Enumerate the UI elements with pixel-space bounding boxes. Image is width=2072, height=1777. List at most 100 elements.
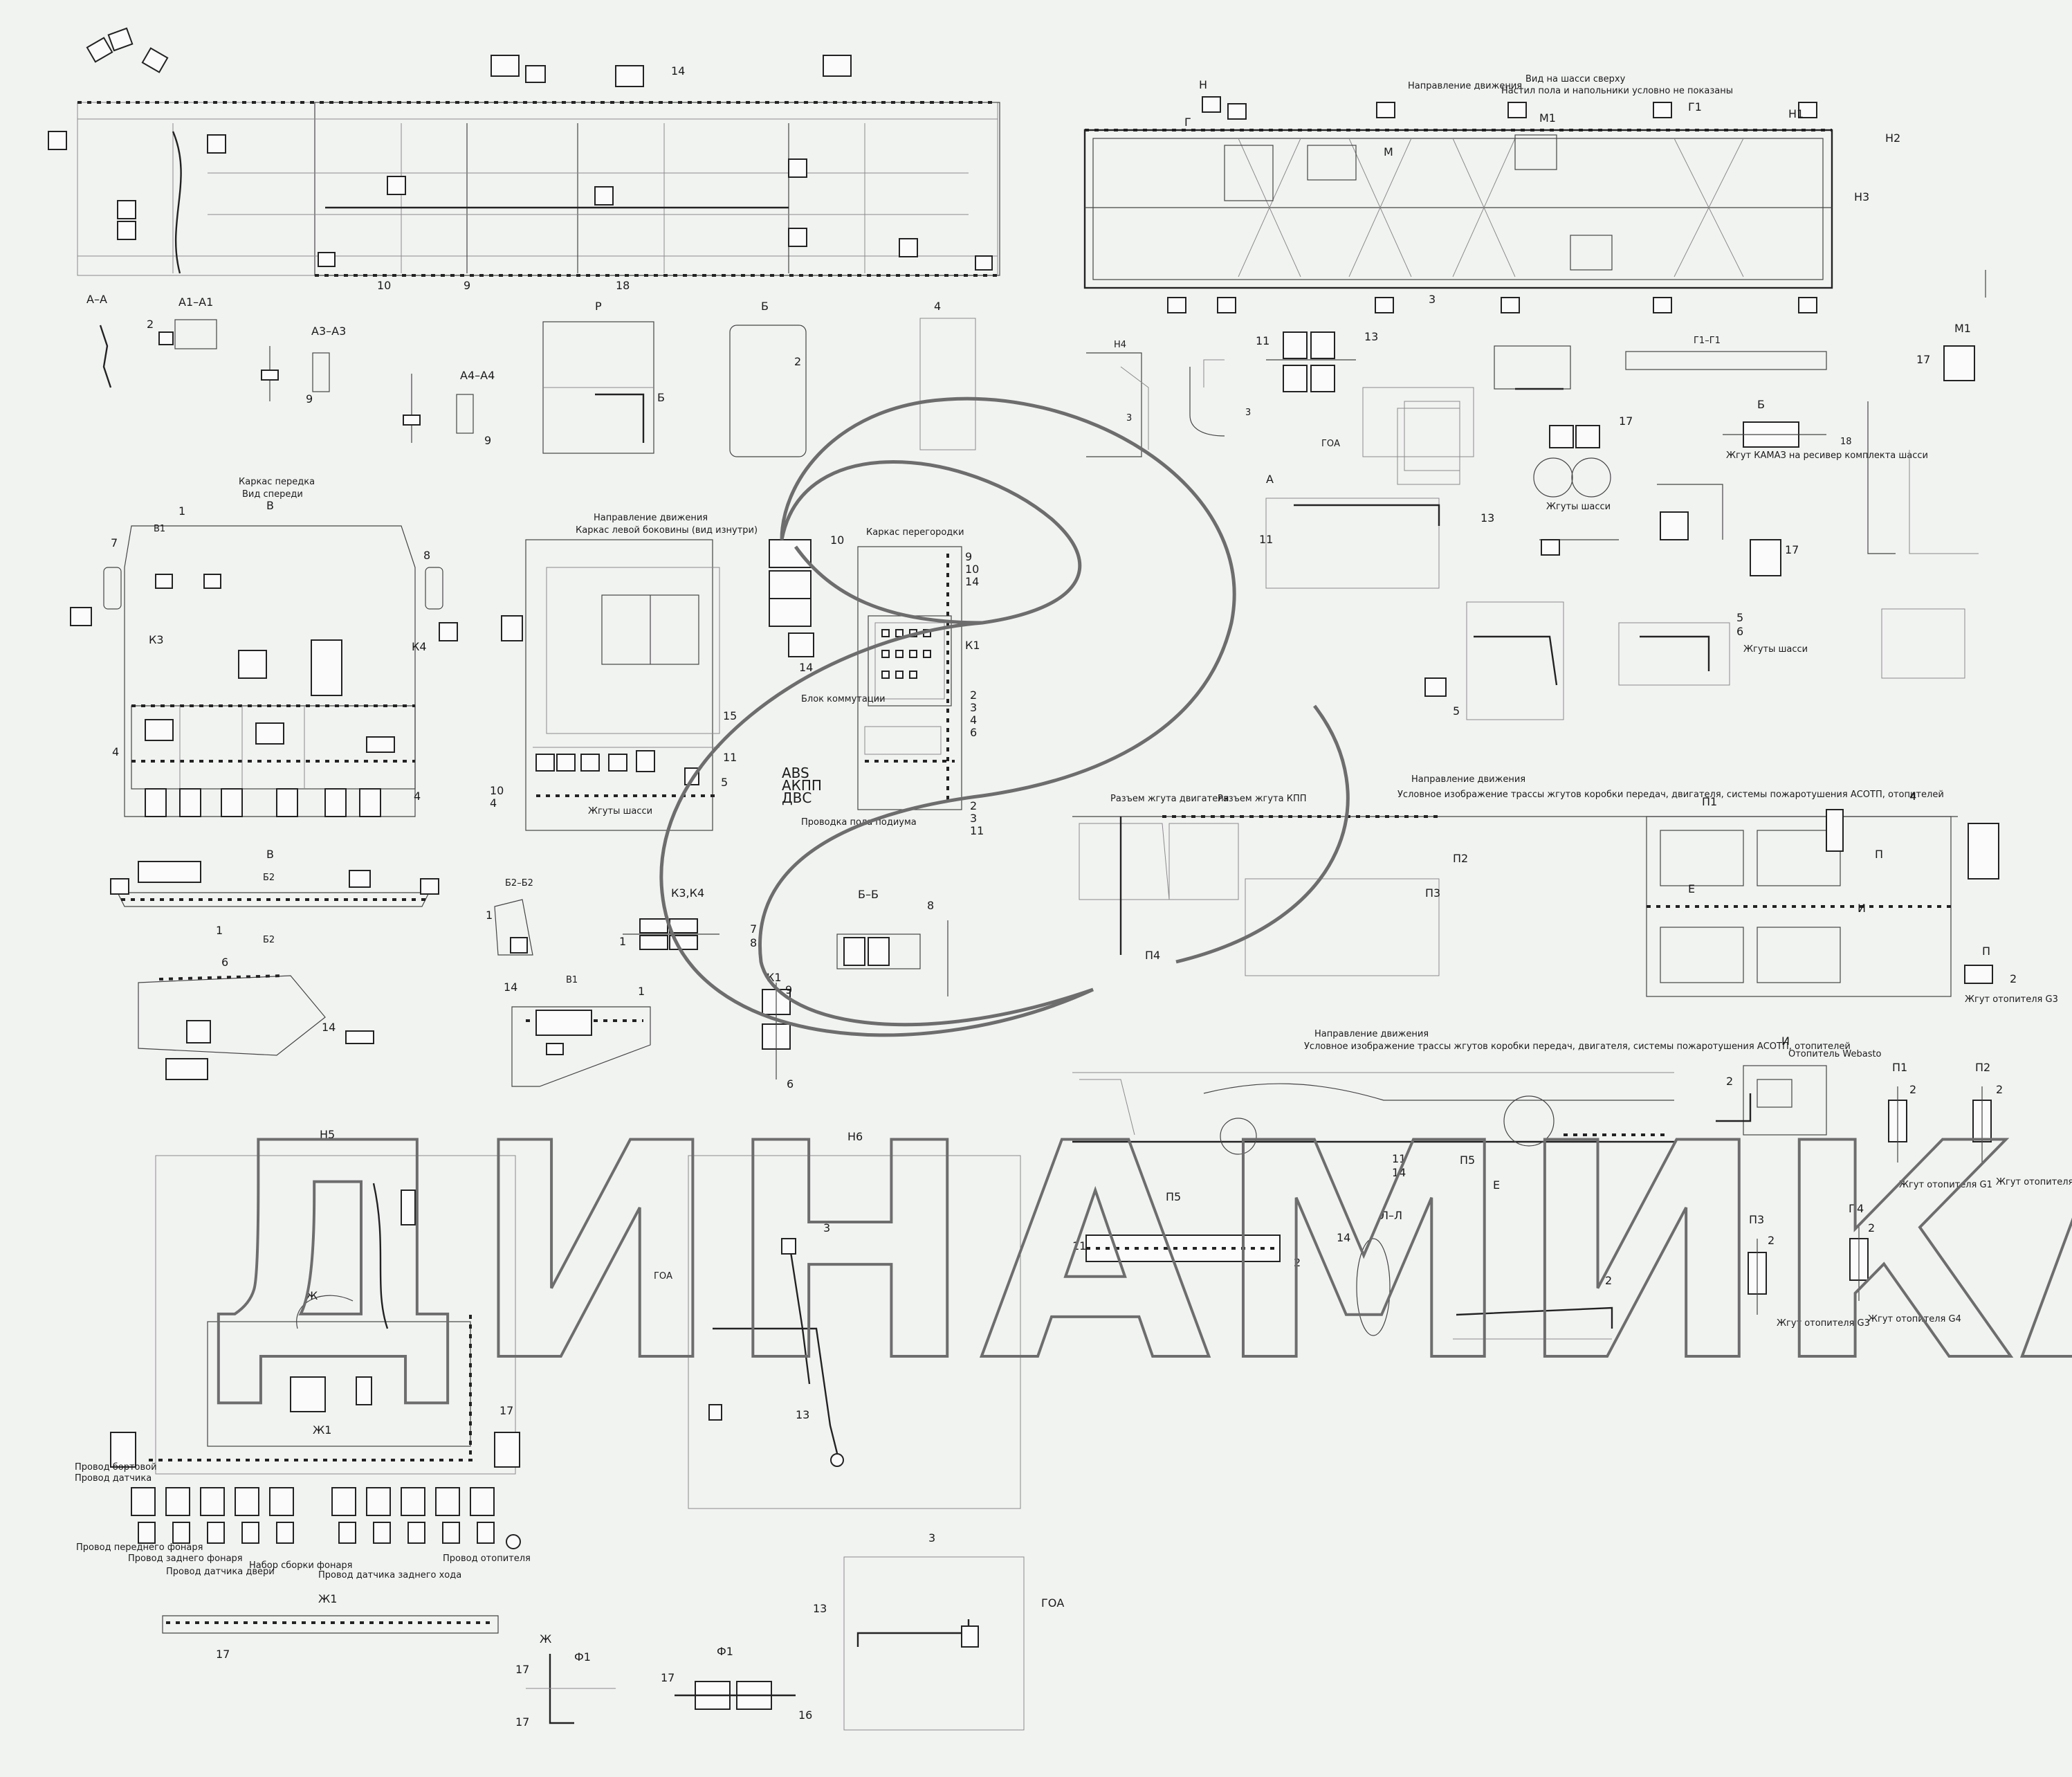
- label-g1: Г1: [1688, 100, 1702, 113]
- callout-4d: 10: [490, 784, 504, 797]
- callout-14c: 14: [965, 575, 979, 588]
- note-5: Провод датчика двери: [166, 1567, 275, 1577]
- callout-13a: 13: [1364, 330, 1378, 343]
- label-n4: Н4: [1114, 340, 1126, 350]
- callout-7b: 7: [750, 922, 757, 936]
- label-goa-c: ГОА: [1041, 1596, 1064, 1610]
- label-p-b: П: [1982, 945, 1990, 958]
- heater-harness-mid: Жгут отопителя G3: [1965, 994, 2058, 1005]
- callout-2a: 2: [147, 318, 154, 331]
- goa-engine-area: ГОА А 13 11 5 5 6 Жгуты шасси: [1259, 408, 1965, 720]
- direction-mid: Направление движения: [594, 513, 708, 523]
- note-7: Провод датчика заднего хода: [318, 1570, 461, 1580]
- callout-2l: 2: [1605, 1274, 1612, 1287]
- harness-chassis-a: Жгуты шасси: [1546, 502, 1611, 512]
- callout-18: 18: [616, 279, 630, 292]
- note-4: Провод заднего фонаря: [128, 1553, 243, 1564]
- callout-17g: 17: [515, 1715, 529, 1729]
- label-f1b: Ф1: [717, 1645, 733, 1658]
- label-akpp: АКПП: [782, 777, 822, 794]
- chassis-connectors: [1167, 96, 1817, 313]
- heater-g1: Жгут отопителя G1: [1899, 1180, 1992, 1190]
- view-zh: Ж: [306, 1289, 318, 1302]
- label-k3: К3: [149, 633, 164, 646]
- section-a1a1: А1–А1: [178, 295, 213, 309]
- callout-5b: 5: [1736, 611, 1743, 624]
- callout-2c: 2: [970, 689, 977, 702]
- callout-10b: 10: [965, 563, 979, 576]
- callout-2j: 2: [1868, 1221, 1875, 1234]
- heater-g4: Жгут отопителя G4: [1868, 1314, 1961, 1324]
- heater-webasto: Отопитель Webasto: [1788, 1049, 1882, 1059]
- view-i: И: [1781, 1035, 1790, 1048]
- rear-bumper-strip: Ж1 17 Ж Ф1 17 17: [162, 1592, 616, 1729]
- label-v1: В1: [154, 524, 165, 534]
- top-right-detail-views: Н4 3 3 11 13 Г1–Г1 Жгуты шасси 17: [1086, 322, 1979, 576]
- note-8: Провод отопителя: [443, 1553, 531, 1564]
- p5-ll-detail: 11 14 П5 П5 11 2 Л–Л 14 Е 2: [1072, 1152, 1613, 1340]
- callout-4f: 4: [1909, 790, 1916, 803]
- callout-1a: 1: [178, 504, 185, 518]
- harness-chassis-mid: Жгуты шасси: [588, 806, 652, 817]
- callout-17a: 17: [1619, 414, 1633, 428]
- callout-6a: 6: [1736, 625, 1743, 638]
- label-m: М: [1384, 145, 1393, 158]
- callout-3b: 3: [1126, 413, 1132, 423]
- view-3: 3: [928, 1531, 935, 1544]
- mid-center-connectors: [501, 615, 699, 785]
- engine-connector: Разъем жгута двигателя: [1110, 794, 1229, 804]
- callout-3e: 3: [970, 812, 977, 825]
- direction-lower: Направление движения: [1314, 1029, 1429, 1039]
- callout-13d: 13: [813, 1602, 827, 1615]
- harness-bundle-17: [1533, 425, 1611, 498]
- callout-6b: 6: [221, 956, 228, 969]
- floor-wiring: Проводка пола подиума: [801, 817, 917, 828]
- view-n5: Н5: [320, 1128, 335, 1141]
- view-b-label: Б: [657, 391, 665, 404]
- label-b2b: Б2: [263, 935, 275, 945]
- label-i: И: [1858, 902, 1866, 915]
- view-zh1-circ: Ж1: [318, 1592, 337, 1605]
- callout-17d: 17: [499, 1404, 513, 1417]
- bumper-view: В Б2 Б2 1 6 14: [110, 848, 439, 1080]
- label-n2: Н2: [1885, 131, 1900, 145]
- engine-compartment-view: Направление движения Условное изображени…: [1072, 774, 2058, 1005]
- lamp-connector-row: [110, 1432, 521, 1549]
- callout-17h: 17: [661, 1671, 675, 1684]
- note-2: Провод датчика: [75, 1473, 152, 1484]
- control-block-label: Блок коммутации: [801, 694, 886, 704]
- label-p3b: П3: [1749, 1213, 1764, 1226]
- heater-harnesses: П1 2 Жгут отопителя G1 П2 2 Жгут отопите…: [1748, 1061, 2072, 1329]
- label-ll: Л–Л: [1380, 1209, 1402, 1222]
- callout-1b: 1: [216, 924, 223, 937]
- callout-2d: 2: [970, 799, 977, 812]
- harness-k1: [762, 983, 791, 1079]
- label-dvs: ДВС: [782, 790, 812, 806]
- callout-13b: 13: [1480, 511, 1494, 525]
- note-lower: Условное изображение трассы жгутов короб…: [1304, 1041, 1851, 1052]
- label-p1: П1: [1702, 795, 1717, 808]
- callout-17b: 17: [1916, 353, 1930, 366]
- harness-f1: [675, 1681, 796, 1710]
- callout-11f: 11: [1072, 1239, 1086, 1252]
- label-p1b: П1: [1892, 1061, 1907, 1074]
- callout-3f: 3: [823, 1221, 830, 1234]
- callout-14f: 14: [1337, 1231, 1350, 1244]
- harness-bundle-10: [769, 539, 812, 627]
- callout-2i: 2: [1768, 1234, 1775, 1247]
- callout-4e: 4: [970, 713, 977, 727]
- view-f1: Ф1: [574, 1650, 591, 1664]
- callout-14a: 1: [486, 909, 493, 922]
- label-p5b: П5: [1166, 1190, 1181, 1203]
- rear-interior-view: Н6 ГОА 3 13: [654, 1130, 1021, 1509]
- label-n1: Н1: [1788, 107, 1804, 120]
- b2-v1-detail: Б2–Б2 1 В1 14 1: [486, 878, 651, 1087]
- callout-9e: 9: [785, 983, 792, 996]
- callout-9: 9: [464, 279, 470, 292]
- chassis-top-note: Настил пола и напольники условно не пока…: [1501, 86, 1733, 96]
- callout-11b: 11: [1259, 533, 1273, 546]
- callout-17e: 17: [216, 1648, 230, 1661]
- harness-k-details: 10 14 К3,К4 1 7 8 К1 9 6 Б–Б 8: [619, 534, 948, 1091]
- harness-kamaz-label: Жгут КАМАЗ на ресивер комплекта шасси: [1726, 450, 1928, 461]
- kpp-connector: Разъем жгута КПП: [1218, 794, 1307, 804]
